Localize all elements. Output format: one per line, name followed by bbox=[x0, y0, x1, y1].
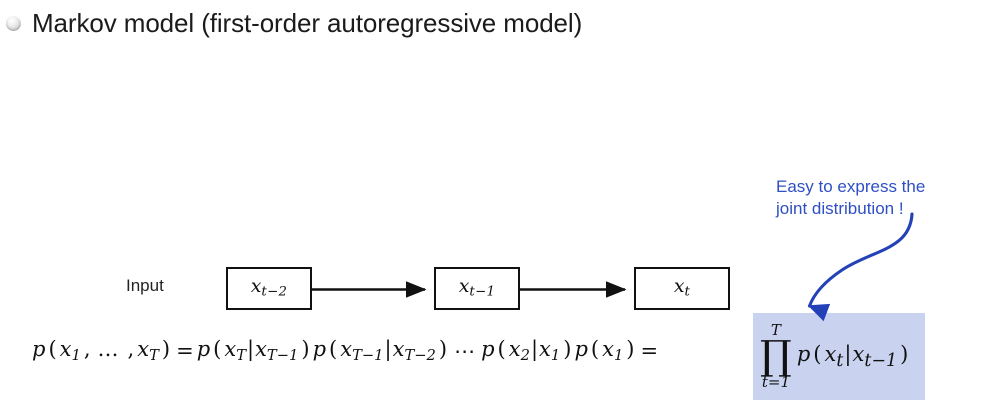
equation-factor-2: p(xT−1|xT−2) bbox=[312, 337, 448, 365]
product-term: T ∏ t=1 p(xt|xt−1) bbox=[760, 313, 911, 400]
state-box-x-t: xt bbox=[634, 267, 730, 310]
product-lower-limit: t=1 bbox=[761, 372, 790, 391]
input-label: Input bbox=[126, 276, 164, 295]
equation-lhs: p(x1,…,xT) bbox=[32, 337, 171, 365]
annotation-text: Easy to express the joint distribution ! bbox=[776, 176, 925, 221]
state-box-label: xt−2 bbox=[250, 275, 288, 301]
product-operator: T ∏ t=1 bbox=[760, 323, 792, 389]
equation-ellipsis: ⋯ bbox=[454, 338, 478, 363]
annotation-line-2: joint distribution ! bbox=[776, 199, 904, 219]
equation-factor-1: p(xT|xT−1) bbox=[196, 337, 310, 365]
product-body: p(xt|xt−1) bbox=[796, 341, 909, 372]
state-box-x-t-minus-2: xt−2 bbox=[226, 267, 312, 310]
page-title: Markov model (first-order autoregressive… bbox=[32, 8, 583, 38]
curved-arrow-down-icon bbox=[807, 212, 914, 322]
equals-sign-2: = bbox=[640, 338, 659, 363]
state-box-label: xt bbox=[673, 275, 691, 301]
sphere-bullet-icon bbox=[6, 16, 21, 31]
joint-probability-equation: p(x1,…,xT) = p(xT|xT−1) p(xT−1|xT−2) ⋯ p… bbox=[32, 337, 661, 364]
product-upper-limit: T bbox=[770, 321, 781, 340]
annotation-line-1: Easy to express the bbox=[776, 177, 926, 196]
state-box-x-t-minus-1: xt−1 bbox=[434, 267, 520, 310]
equation-factor-3: p(x2|x1) bbox=[481, 337, 572, 365]
product-symbol: ∏ bbox=[760, 333, 792, 380]
equals-sign: = bbox=[176, 338, 194, 363]
equation-prior-term: p(x1) bbox=[574, 337, 635, 365]
state-box-label: xt−1 bbox=[458, 275, 496, 301]
product-term-highlight bbox=[753, 313, 925, 400]
slide-title-row: Markov model (first-order autoregressive… bbox=[6, 8, 582, 39]
